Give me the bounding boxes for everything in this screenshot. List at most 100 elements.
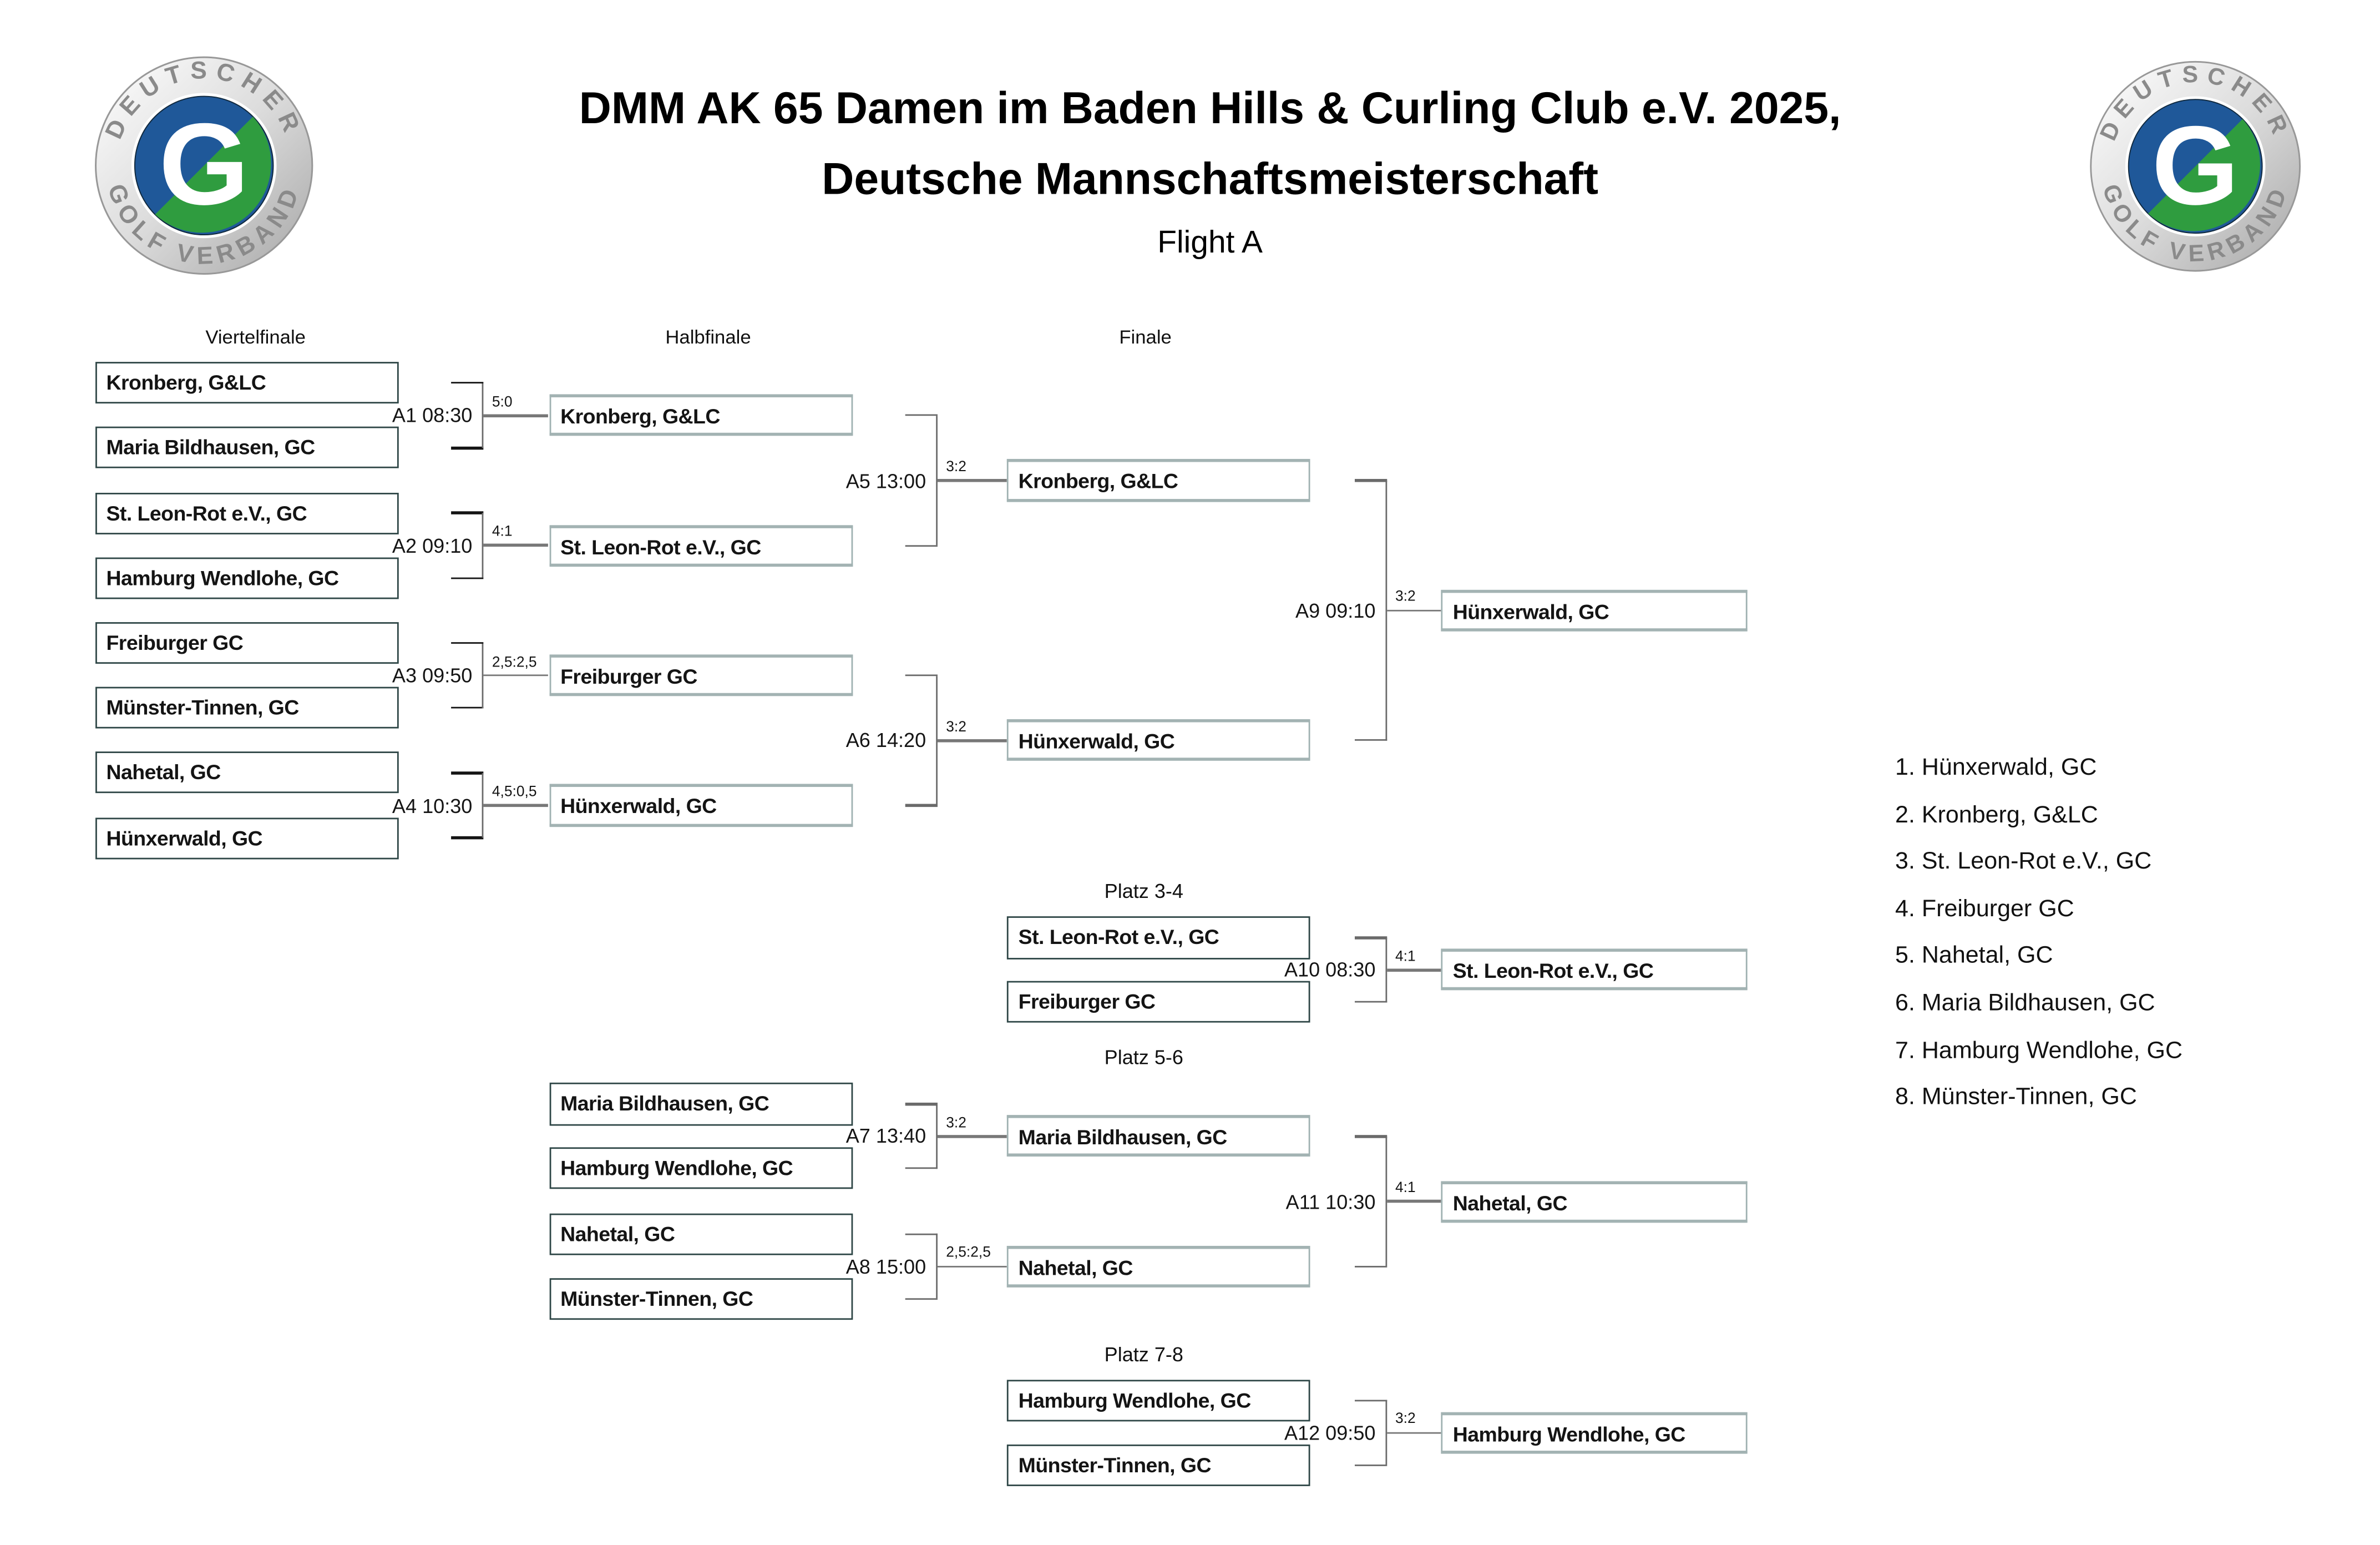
match-label-A8: A8 15:00	[845, 1255, 926, 1278]
team-box-A4-1: Nahetal, GC	[94, 752, 398, 794]
bracket-stub-bottom	[450, 837, 484, 839]
team-box-A2-2: Hamburg Wendlohe, GC	[94, 557, 398, 599]
bracket-horizontal	[1386, 1200, 1441, 1203]
team-box-A4-2: Hünxerwald, GC	[94, 817, 398, 859]
winner-box-A8: Nahetal, GC	[1006, 1245, 1310, 1287]
winner-box-A10-text: St. Leon-Rot e.V., GC	[1452, 960, 1654, 983]
section-header-platz-3-4: Platz 3-4	[1104, 879, 1184, 903]
bracket-horizontal	[936, 1135, 1007, 1138]
team-box-A1-2: Maria Bildhausen, GC	[94, 427, 398, 469]
team-box-A3-2-text: Münster-Tinnen, GC	[106, 696, 299, 720]
match-score-A11: 4:1	[1395, 1180, 1416, 1197]
bracket-stub-bottom	[1355, 739, 1388, 741]
team-box-A1-1: Kronberg, G&LC	[94, 362, 398, 404]
winner-box-A4-text: Hünxerwald, GC	[560, 795, 717, 819]
bracket-stub-top	[1355, 1135, 1388, 1138]
bracket-stub-top	[1355, 1399, 1388, 1402]
match-score-A2: 4:1	[492, 524, 513, 541]
ranking-item-5: 5. Nahetal, GC	[1895, 943, 2053, 970]
team-box-A8-2: Münster-Tinnen, GC	[549, 1278, 852, 1320]
match-score-A8: 2,5:2,5	[946, 1245, 991, 1262]
bracket-stub-top	[1355, 479, 1388, 482]
bracket-horizontal	[1386, 968, 1441, 972]
winner-box-A8-text: Nahetal, GC	[1018, 1256, 1133, 1280]
ranking-item-7: 7. Hamburg Wendlohe, GC	[1895, 1037, 2183, 1064]
team-box-A12-1-text: Hamburg Wendlohe, GC	[1018, 1389, 1252, 1412]
bracket-horizontal	[483, 414, 549, 417]
bracket-vertical	[935, 1234, 938, 1299]
ranking-item-4: 4. Freiburger GC	[1895, 896, 2074, 922]
match-label-A10: A10 08:30	[1284, 958, 1376, 982]
round-header-halbfinale: Halbfinale	[665, 326, 751, 349]
bracket-stub-top	[904, 414, 938, 417]
winner-box-A12: Hamburg Wendlohe, GC	[1441, 1412, 1748, 1454]
winner-box-A2-text: St. Leon-Rot e.V., GC	[560, 535, 761, 559]
match-score-A6: 3:2	[946, 719, 966, 736]
bracket-horizontal	[483, 804, 549, 807]
team-box-A4-1-text: Nahetal, GC	[106, 761, 221, 785]
team-box-A3-1: Freiburger GC	[94, 622, 398, 664]
winner-box-A7-text: Maria Bildhausen, GC	[1018, 1126, 1228, 1149]
dgv-logo-right: G DEUTSCHER GOLF VERBAND	[2090, 60, 2301, 272]
bracket-stub-bottom	[1355, 1464, 1388, 1467]
bracket-stub-bottom	[1355, 1001, 1388, 1003]
team-box-A10-1: St. Leon-Rot e.V., GC	[1006, 917, 1310, 959]
team-box-A4-2-text: Hünxerwald, GC	[106, 826, 263, 850]
ranking-item-6: 6. Maria Bildhausen, GC	[1895, 990, 2155, 1017]
winner-box-A10: St. Leon-Rot e.V., GC	[1441, 949, 1748, 991]
bracket-stub-bottom	[1355, 1265, 1388, 1268]
team-box-A10-2: Freiburger GC	[1006, 981, 1310, 1023]
winner-box-A7: Maria Bildhausen, GC	[1006, 1115, 1310, 1158]
bracket-stub-top	[450, 771, 484, 774]
winner-box-A9: Hünxerwald, GC	[1441, 589, 1748, 632]
section-header-platz-7-8: Platz 7-8	[1104, 1342, 1184, 1366]
team-box-A12-2: Münster-Tinnen, GC	[1006, 1444, 1310, 1487]
match-score-A4: 4,5:0,5	[492, 784, 537, 801]
bracket-horizontal	[936, 739, 1007, 742]
winner-box-A5-text: Kronberg, G&LC	[1018, 470, 1178, 494]
bracket-vertical	[1385, 480, 1388, 741]
ranking-item-2: 2. Kronberg, G&LC	[1895, 801, 2098, 828]
team-box-A3-2: Münster-Tinnen, GC	[94, 686, 398, 729]
ranking-item-1: 1. Hünxerwald, GC	[1895, 754, 2097, 781]
team-box-A7-2-text: Hamburg Wendlohe, GC	[560, 1157, 793, 1180]
match-label-A2: A2 09:10	[392, 534, 473, 557]
winner-box-A1: Kronberg, G&LC	[549, 394, 852, 437]
match-label-A5: A5 13:00	[845, 468, 926, 492]
team-box-A7-2: Hamburg Wendlohe, GC	[549, 1147, 852, 1190]
bracket-stub-bottom	[904, 1167, 938, 1170]
logo-letter: G	[2152, 103, 2239, 228]
match-score-A12: 3:2	[1395, 1411, 1416, 1428]
round-header-viertelfinale: Viertelfinale	[205, 326, 306, 349]
team-box-A12-2-text: Münster-Tinnen, GC	[1018, 1453, 1212, 1477]
team-box-A7-1: Maria Bildhausen, GC	[549, 1083, 852, 1125]
page-title-line2: Deutsche Mannschaftsmeisterschaft	[822, 155, 1599, 205]
team-box-A7-1-text: Maria Bildhausen, GC	[560, 1092, 769, 1116]
team-box-A2-1-text: St. Leon-Rot e.V., GC	[106, 501, 307, 524]
bracket-stub-bottom	[904, 1297, 938, 1300]
logo-emblem-green	[2148, 119, 2260, 231]
match-label-A3: A3 09:50	[392, 664, 473, 687]
bracket-vertical	[1385, 1136, 1388, 1267]
match-score-A1: 5:0	[492, 393, 513, 411]
match-label-A11: A11 10:30	[1285, 1190, 1376, 1213]
bracket-horizontal	[1386, 609, 1441, 612]
team-box-A2-1: St. Leon-Rot e.V., GC	[94, 492, 398, 534]
bracket-vertical	[482, 513, 484, 578]
page-title-line1: DMM AK 65 Damen im Baden Hills & Curling…	[579, 84, 1841, 134]
winner-box-A6-text: Hünxerwald, GC	[1018, 730, 1175, 754]
bracket-stub-top	[904, 1103, 938, 1105]
bracket-stub-top	[904, 1233, 938, 1235]
winner-box-A1-text: Kronberg, G&LC	[560, 405, 720, 428]
logo-emblem-green	[155, 117, 271, 233]
match-label-A4: A4 10:30	[392, 794, 473, 817]
match-label-A1: A1 08:30	[392, 403, 473, 427]
bracket-vertical	[482, 772, 484, 838]
winner-box-A2: St. Leon-Rot e.V., GC	[549, 524, 852, 567]
winner-box-A9-text: Hünxerwald, GC	[1452, 600, 1609, 624]
bracket-vertical	[935, 1104, 938, 1169]
dgv-logo-left: G DEUTSCHER GOLF VERBAND	[95, 56, 313, 275]
bracket-stub-top	[1355, 937, 1388, 939]
